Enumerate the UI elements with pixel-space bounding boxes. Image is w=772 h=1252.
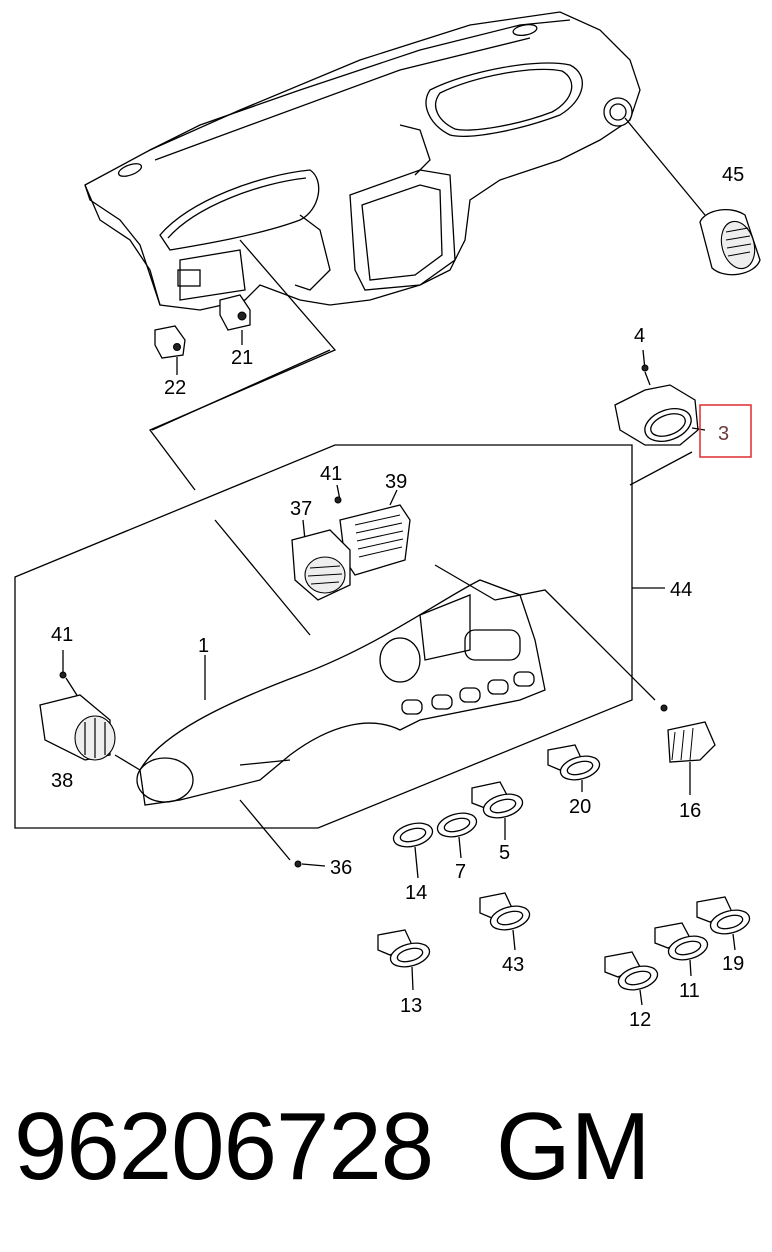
dashboard-panel bbox=[84, 11, 641, 311]
callout-19: 19 bbox=[722, 953, 744, 975]
vent-16 bbox=[660, 704, 716, 795]
callout-37: 37 bbox=[290, 498, 312, 520]
switch-5 bbox=[471, 781, 524, 840]
side-vent-45 bbox=[624, 117, 761, 276]
callout-11: 11 bbox=[679, 980, 700, 1002]
callout-36: 36 bbox=[330, 857, 352, 879]
switch-11 bbox=[654, 922, 709, 977]
switch-20 bbox=[547, 744, 601, 792]
screw-4 bbox=[641, 349, 651, 386]
part-footer: 96206728 GM bbox=[14, 1092, 758, 1212]
callout-21: 21 bbox=[231, 347, 253, 369]
assembly-frame bbox=[14, 444, 633, 829]
switch-21 bbox=[219, 294, 251, 345]
screw-36 bbox=[239, 759, 326, 868]
callout-38: 38 bbox=[51, 770, 73, 792]
callout-41-top: 41 bbox=[320, 463, 342, 485]
callout-41-left: 41 bbox=[51, 624, 73, 646]
switch-19 bbox=[696, 896, 751, 951]
callout-43: 43 bbox=[502, 954, 524, 976]
callout-14: 14 bbox=[405, 882, 427, 904]
left-vent-38 bbox=[39, 650, 141, 771]
exploded-parts-diagram: 45 4 3 21 22 41 39 37 44 41 1 38 16 20 5… bbox=[14, 11, 761, 1031]
callout-12: 12 bbox=[629, 1009, 651, 1031]
callout-16: 16 bbox=[679, 800, 701, 822]
switch-12 bbox=[604, 951, 659, 1006]
callout-13: 13 bbox=[400, 995, 422, 1017]
brand-name: GM bbox=[496, 1093, 651, 1200]
dash-pad-1 bbox=[136, 519, 656, 806]
switch-14 bbox=[392, 822, 434, 879]
callout-39: 39 bbox=[385, 471, 407, 493]
part-number: 96206728 bbox=[14, 1093, 434, 1200]
callout-7: 7 bbox=[455, 861, 466, 883]
switch-7 bbox=[436, 812, 478, 859]
vent-trim-3 bbox=[614, 384, 706, 486]
callout-4: 4 bbox=[634, 325, 645, 347]
callout-22: 22 bbox=[164, 377, 186, 399]
callout-44: 44 bbox=[670, 579, 692, 601]
callout-3: 3 bbox=[718, 423, 729, 445]
switch-13 bbox=[377, 929, 431, 991]
callout-1: 1 bbox=[198, 635, 209, 657]
center-vent-39-37 bbox=[291, 484, 411, 601]
callout-3-highlight-box bbox=[699, 404, 752, 458]
switch-22 bbox=[154, 325, 186, 375]
switch-43 bbox=[479, 892, 531, 951]
callout-5: 5 bbox=[499, 842, 510, 864]
callout-20: 20 bbox=[569, 796, 591, 818]
callout-45: 45 bbox=[722, 164, 744, 186]
